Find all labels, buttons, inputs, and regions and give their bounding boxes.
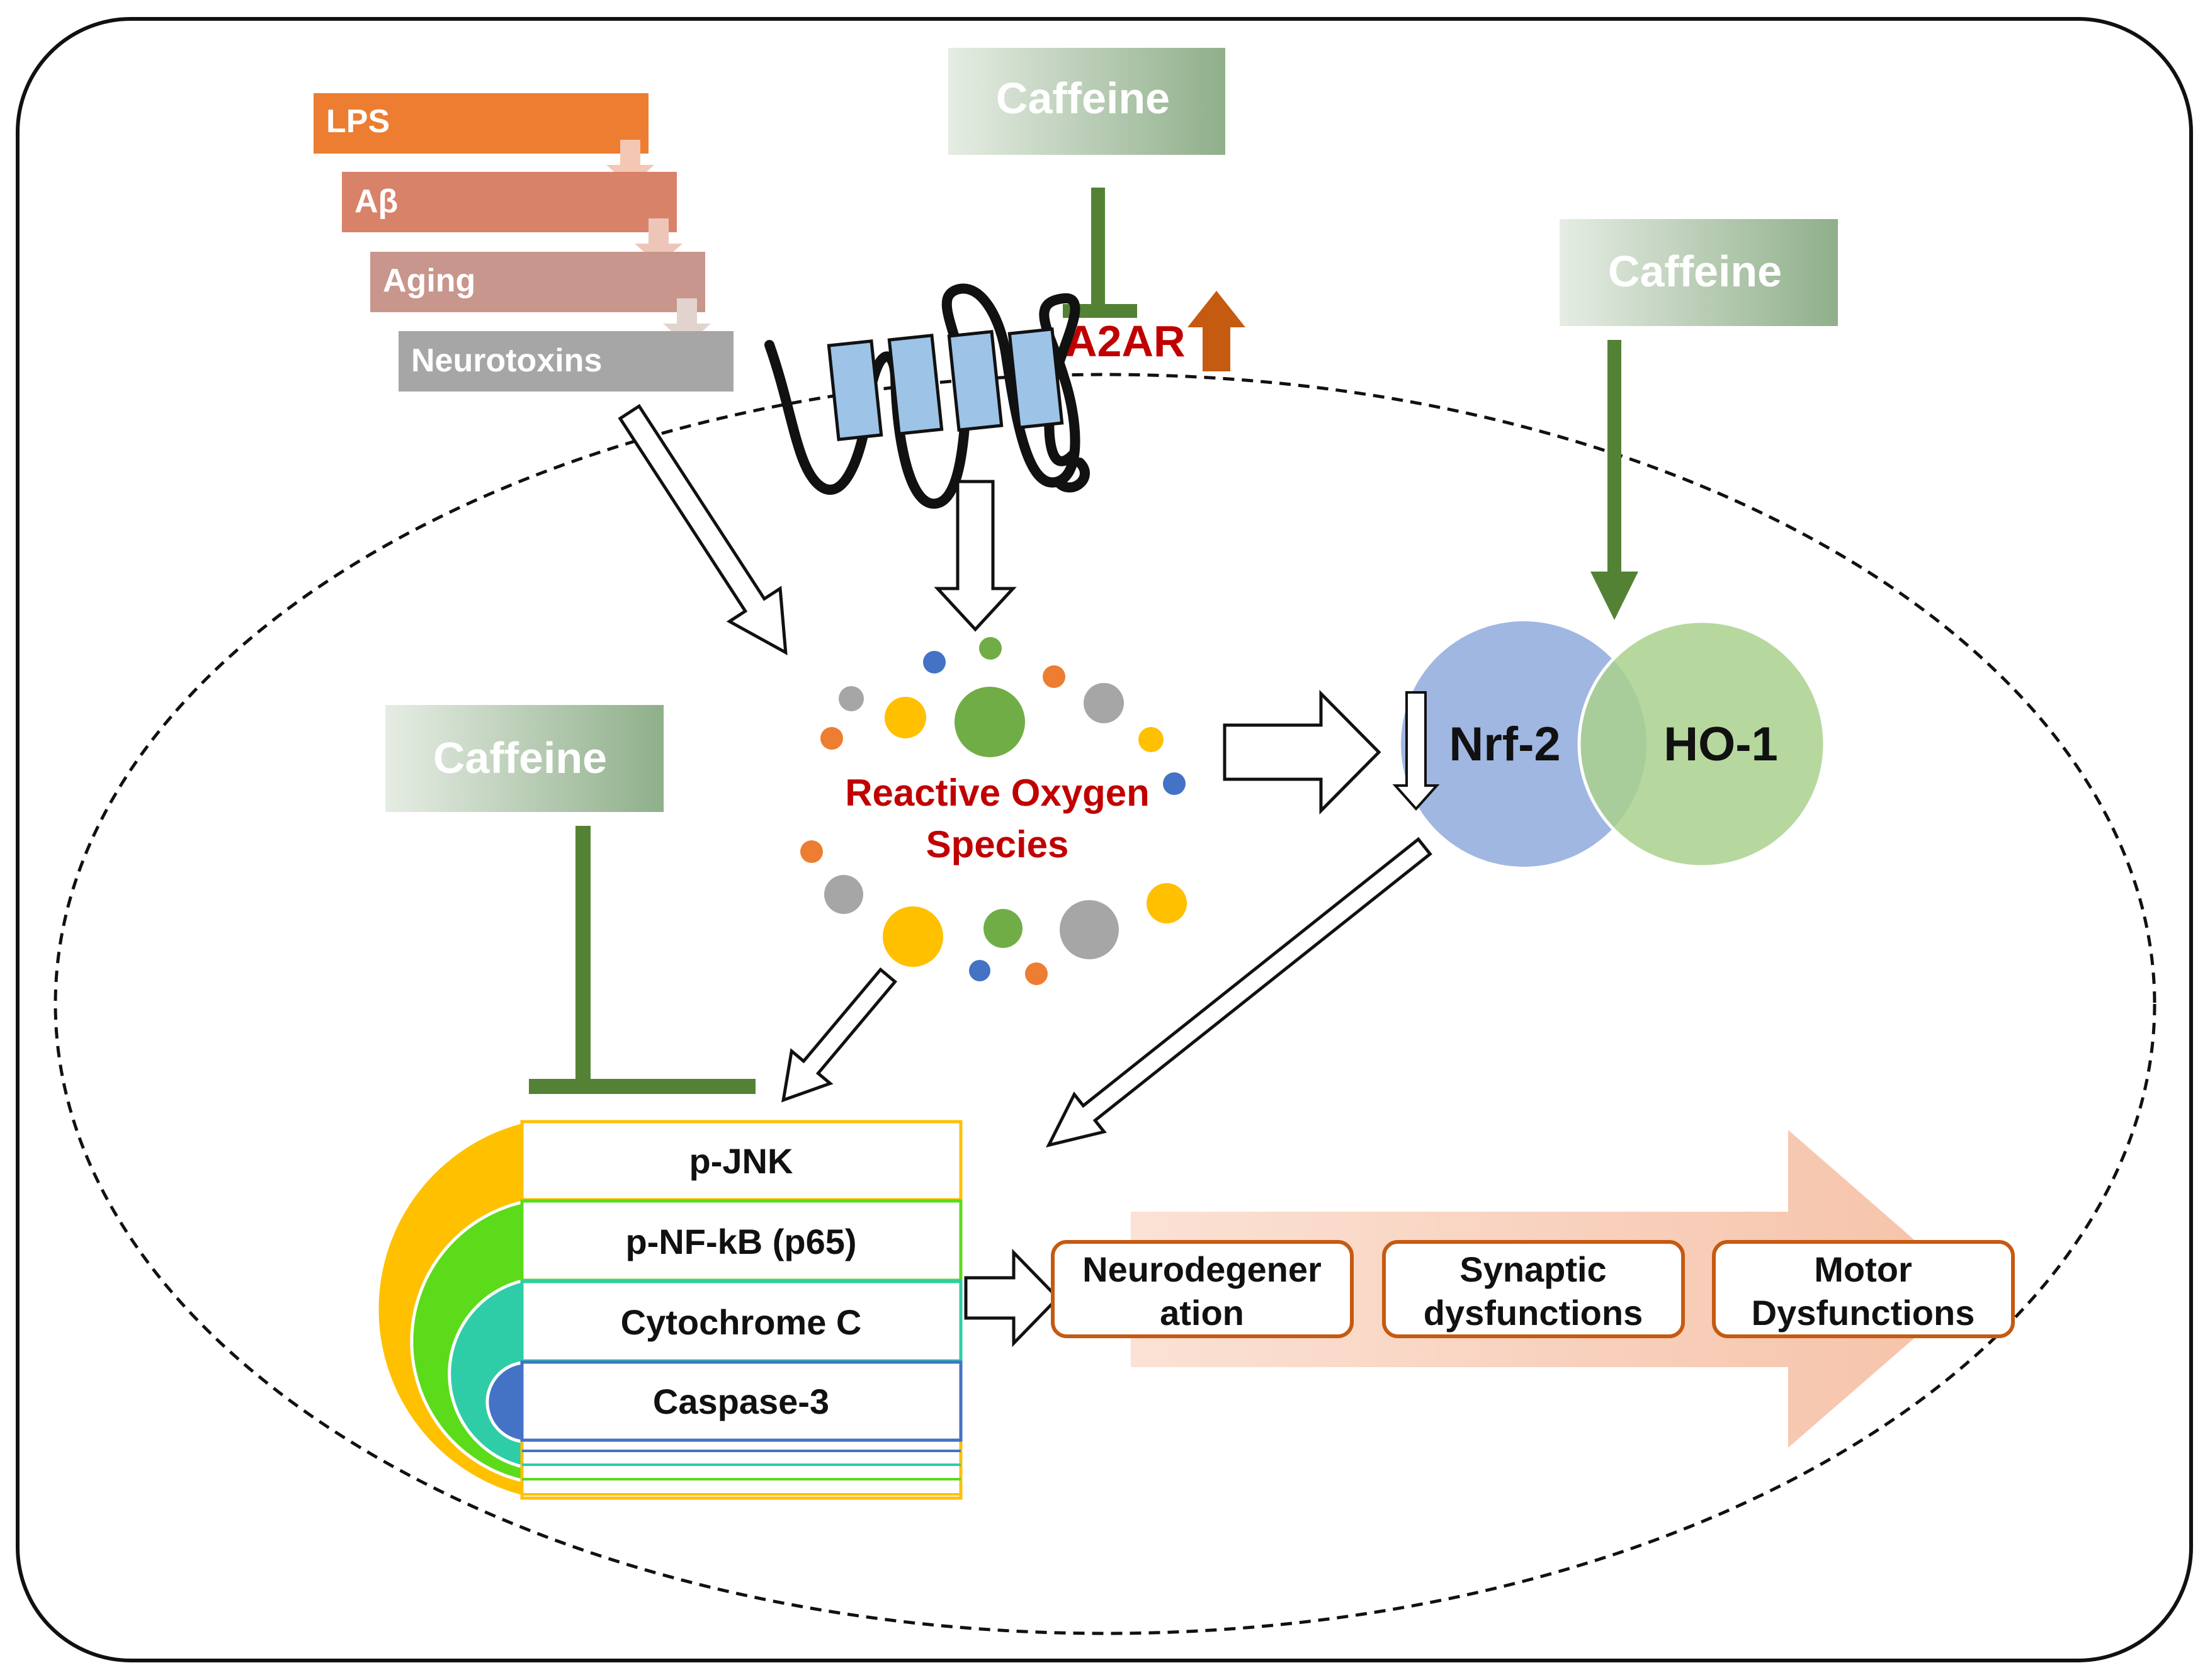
ros-particle — [885, 697, 926, 738]
outcome-label-synaptic-1: Synaptic — [1459, 1249, 1606, 1289]
ros-particle — [923, 651, 946, 674]
outcome-label-synaptic-2: dysfunctions — [1424, 1293, 1643, 1333]
stack-label-pnfkb: p-NF-kB (p65) — [625, 1222, 856, 1261]
ho1-label: HO-1 — [1663, 718, 1778, 771]
stack-row-cytochrome — [520, 1280, 963, 1363]
ros-label-line2: Species — [926, 823, 1069, 865]
outcome-label-neurodegeneration-2: ation — [1160, 1293, 1244, 1333]
arrow-stack-to-outcomes — [964, 1248, 1060, 1348]
receptor-helix-2 — [887, 334, 944, 436]
stressor-cascade: LPS Aβ Aging Neurotoxins — [314, 93, 734, 392]
caffeine-label-right: Caffeine — [1608, 247, 1782, 296]
ros-particle — [1043, 665, 1065, 688]
stressor-label-neurotoxins: Neurotoxins — [411, 342, 602, 379]
nrf2-circle — [1401, 621, 1646, 867]
stressor-box-abeta — [342, 172, 677, 232]
ros-particle — [1147, 883, 1187, 923]
ros-particle — [1138, 727, 1164, 752]
outcome-box-motor — [1712, 1240, 2015, 1338]
receptor-helix-4 — [1007, 327, 1064, 429]
a2ar-up-arrow — [1187, 291, 1245, 371]
receptor-helix-3 — [947, 330, 1004, 432]
stack-arc-blue — [485, 1361, 524, 1443]
inhibition-caffeine-stack — [529, 826, 756, 1094]
caffeine-label-left: Caffeine — [433, 733, 607, 782]
arrow-stressors-to-ros — [618, 403, 788, 656]
nrf2-down-arrow — [1392, 691, 1440, 811]
stack-row-pjnk — [520, 1120, 963, 1202]
stressor-label-lps: LPS — [326, 103, 390, 140]
caffeine-box-top — [948, 48, 1225, 155]
stack-row-pnfkb — [520, 1199, 963, 1282]
outcome-box-synaptic — [1382, 1240, 1685, 1338]
stack-label-cytochrome: Cytochrome C — [621, 1302, 862, 1342]
ros-particle — [824, 875, 863, 914]
nrf2-ho1-complex — [1401, 619, 1827, 869]
stressor-box-neurotoxins — [399, 331, 734, 392]
a2ar-label: A2AR — [1065, 317, 1186, 366]
arrow-nrf2-to-stack — [1045, 837, 1432, 1148]
ros-particle — [883, 906, 943, 967]
arrow-receptor-to-ros — [934, 480, 1017, 632]
stressor-label-aging: Aging — [383, 262, 475, 299]
ros-particle — [1025, 962, 1048, 985]
ros-particle — [1060, 900, 1119, 959]
ros-particle — [969, 960, 990, 981]
ros-particle — [839, 686, 864, 711]
a2ar-receptor — [764, 283, 1090, 509]
ros-particle — [800, 840, 823, 863]
ros-particle — [983, 909, 1023, 948]
activation-caffeine-nrf2 — [1590, 340, 1638, 620]
arrow-ros-to-nrf2 — [1223, 689, 1381, 815]
stack-row-caspase — [520, 1360, 963, 1442]
ros-cluster — [800, 637, 1187, 985]
caffeine-box-right — [1560, 219, 1838, 326]
ros-particle — [1084, 683, 1124, 723]
cell-membrane — [54, 373, 2156, 1635]
ho1-circle — [1577, 619, 1827, 869]
receptor-helix-1 — [827, 339, 883, 441]
ros-particle — [820, 727, 843, 750]
outcome-label-neurodegeneration-1: Neurodegener — [1082, 1249, 1322, 1289]
stressor-box-aging — [370, 252, 705, 312]
stressor-label-abeta: Aβ — [354, 183, 398, 220]
outcome-label-motor-2: Dysfunctions — [1752, 1293, 1975, 1333]
nrf2-label: Nrf-2 — [1449, 718, 1560, 771]
ros-label-line1: Reactive Oxygen — [845, 772, 1150, 814]
signaling-stack — [378, 1120, 963, 1500]
stack-label-caspase: Caspase-3 — [653, 1382, 829, 1421]
ros-particle — [1163, 772, 1186, 795]
caffeine-box-left — [385, 705, 664, 812]
stack-label-pjnk: p-JNK — [689, 1141, 793, 1181]
ros-particle — [979, 637, 1002, 660]
arrow-ros-to-stack — [781, 967, 898, 1103]
outcome-box-neurodegeneration — [1051, 1240, 1354, 1338]
outcome-label-motor-1: Motor — [1814, 1249, 1912, 1289]
ros-particle — [955, 687, 1025, 757]
stressor-box-lps — [314, 93, 649, 154]
caffeine-label-top: Caffeine — [996, 74, 1170, 123]
